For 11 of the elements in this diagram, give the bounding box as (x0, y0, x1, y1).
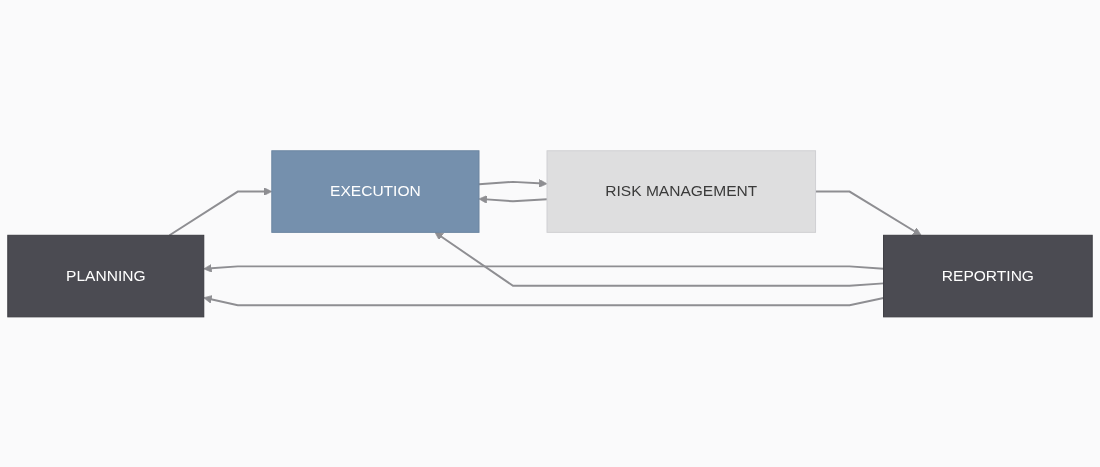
arrow (478, 194, 548, 204)
node-box: RISK MANAGEMENT (546, 149, 817, 233)
arrow (203, 294, 885, 306)
node-box: EXECUTION (271, 149, 480, 233)
node-box: PLANNING (7, 234, 205, 318)
arrow (434, 231, 885, 287)
arrow (168, 186, 273, 236)
node-box: REPORTING (883, 234, 1093, 318)
arrow (203, 263, 885, 273)
arrow (478, 178, 548, 188)
arrow (814, 190, 922, 236)
